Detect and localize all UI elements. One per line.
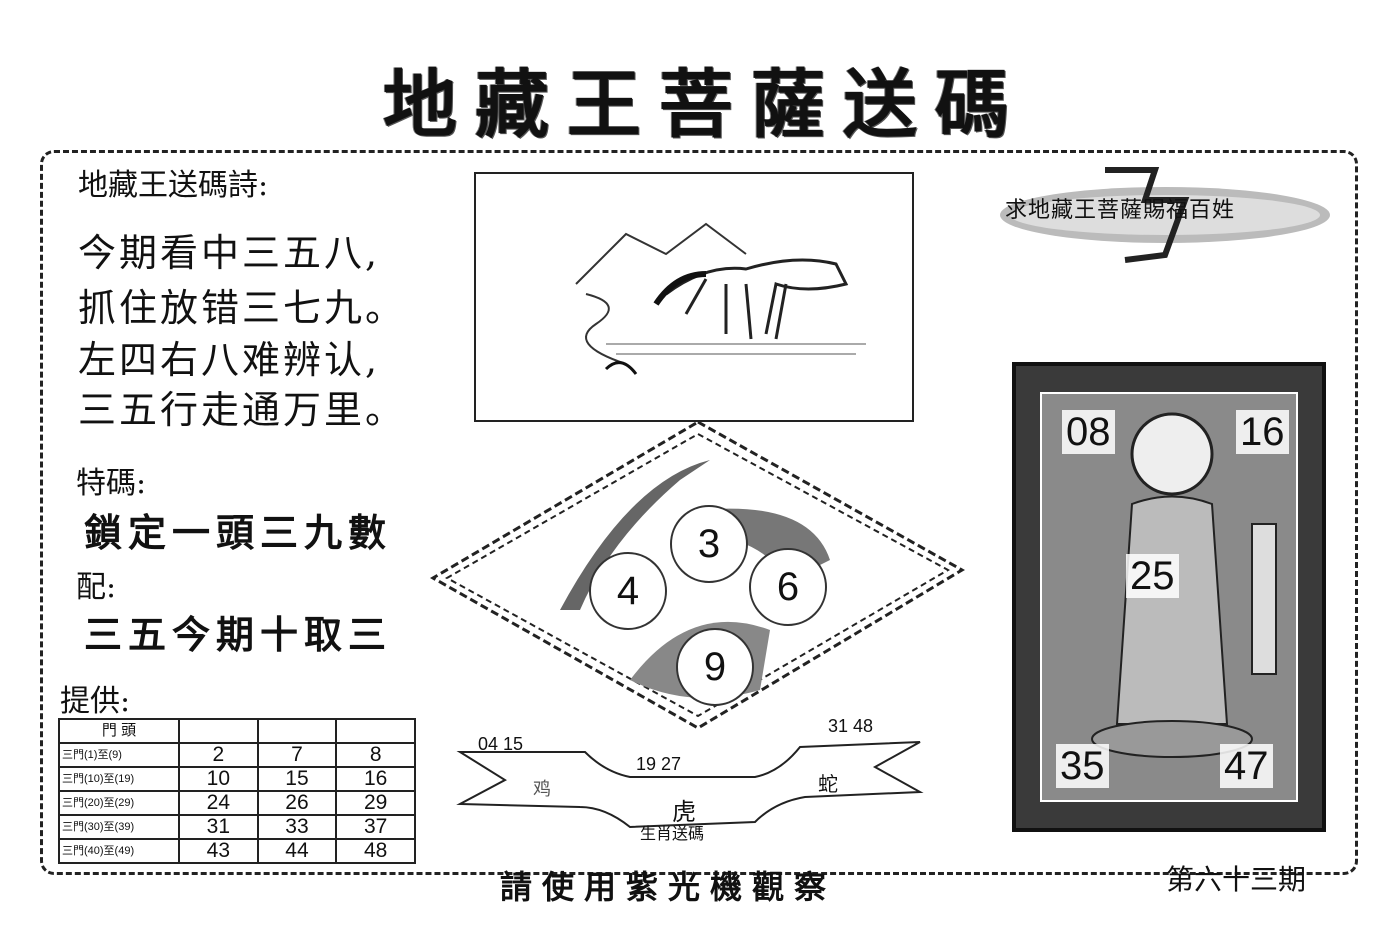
table-row: 三門(30)至(39) 31 33 37 — [58, 814, 416, 840]
table-cell: 2 — [178, 742, 259, 768]
number-circle: 3 — [670, 505, 748, 583]
number-circle: 9 — [676, 628, 754, 706]
row-label: 三門(1)至(9) — [58, 742, 180, 768]
table-cell: 7 — [256, 742, 338, 768]
table-cell: 29 — [335, 790, 416, 816]
table-cell: 48 — [335, 838, 416, 864]
table-row: 三門(40)至(49) 43 44 48 — [58, 838, 416, 864]
pair-text: 三五今期十取三 — [84, 612, 393, 657]
shrine-number-br: 47 — [1220, 744, 1273, 788]
table-cell: 43 — [178, 838, 259, 864]
poem-line: 三五行走通万里。 — [78, 388, 407, 432]
table-cell: 24 — [178, 790, 259, 816]
dashed-frame — [40, 150, 1358, 875]
poem-line: 抓住放错三七九。 — [78, 286, 407, 330]
table-row: 三門(10)至(19) 10 15 16 — [58, 766, 416, 792]
table-cell: 10 — [178, 766, 259, 792]
number-table: 門 頭 三門(1)至(9) 2 7 8 三門(10)至(19) 10 15 16… — [58, 718, 416, 864]
number-circle: 6 — [749, 548, 827, 626]
provide-label: 提供: — [60, 684, 131, 719]
special-label: 特碼: — [76, 466, 147, 501]
table-cell: 8 — [335, 742, 416, 768]
banner-caption: 生肖送碼 — [640, 824, 705, 843]
row-label: 三門(10)至(19) — [58, 766, 180, 792]
logo-emblem — [1000, 167, 1330, 263]
poem-line: 左四右八难辨认, — [78, 338, 381, 382]
row-label: 三門(20)至(29) — [58, 790, 180, 816]
row-label: 三門(40)至(49) — [58, 838, 180, 864]
table-header — [178, 718, 259, 744]
table-cell: 44 — [256, 838, 338, 864]
special-text: 鎖定一頭三九數 — [84, 510, 393, 555]
banner-right-animal: 蛇 — [818, 772, 838, 796]
banner-right-numbers: 31 48 — [828, 716, 874, 736]
logo-oval — [995, 160, 1335, 270]
table-cell: 15 — [256, 766, 338, 792]
banner-ribbon — [456, 741, 924, 829]
table-cell: 37 — [335, 814, 416, 840]
shrine-number-center: 25 — [1126, 554, 1179, 598]
page-title: 地藏王菩薩送碼 — [383, 62, 1027, 148]
shrine-number-tl: 08 — [1062, 410, 1115, 454]
table-header — [335, 718, 416, 744]
poem-heading: 地藏王送碼詩: — [78, 168, 269, 203]
issue-number: 第六十三期 — [1166, 863, 1307, 896]
table-cell: 31 — [178, 814, 259, 840]
table-cell: 16 — [335, 766, 416, 792]
table-header-row: 門 頭 — [58, 718, 416, 744]
banner-left-numbers: 04 15 — [478, 734, 524, 754]
table-row: 三門(1)至(9) 2 7 8 — [58, 742, 416, 768]
footer-note: 請使用紫光機觀察 — [500, 868, 837, 906]
horse-painting — [474, 172, 914, 422]
pair-label: 配: — [76, 570, 117, 605]
banner-left-animal: 鸡 — [533, 779, 551, 800]
table-cell: 33 — [256, 814, 338, 840]
shrine-number-tr: 16 — [1236, 410, 1289, 454]
table-cell: 26 — [256, 790, 338, 816]
table-row: 三門(20)至(29) 24 26 29 — [58, 790, 416, 816]
banner-center-numbers: 19 27 — [636, 754, 682, 774]
logo-text: 求地藏王菩薩賜福百姓 — [1005, 198, 1236, 223]
zodiac-banner — [455, 712, 925, 842]
number-circle: 4 — [589, 552, 667, 630]
poem-line: 今期看中三五八, — [78, 231, 381, 275]
table-header: 門 頭 — [58, 718, 180, 744]
banner-center-animal: 虎 — [672, 798, 696, 826]
buddha-figure — [1091, 412, 1277, 758]
table-header — [256, 718, 338, 744]
horse-illustration — [575, 222, 866, 375]
shrine-number-bl: 35 — [1056, 744, 1109, 788]
row-label: 三門(30)至(39) — [58, 814, 180, 840]
